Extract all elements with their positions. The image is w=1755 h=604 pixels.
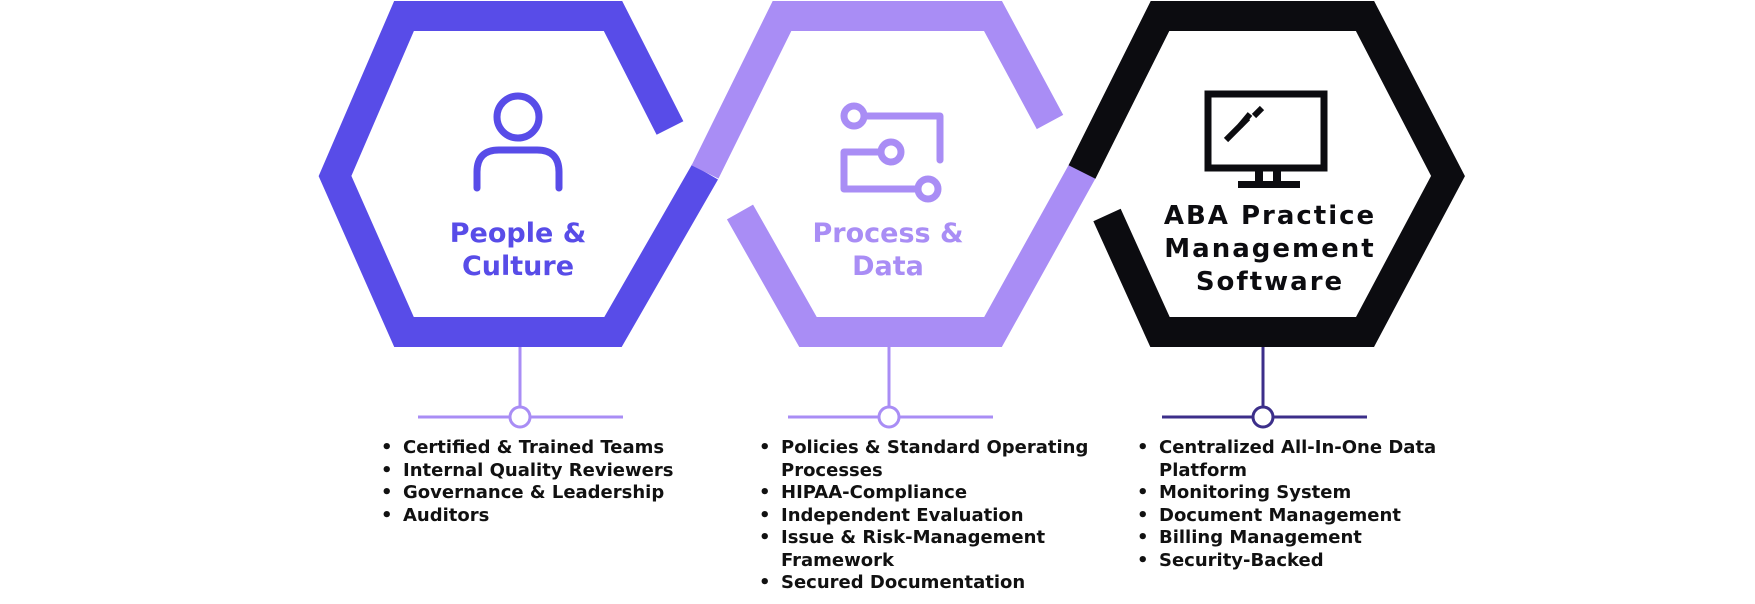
- people-connector: [418, 347, 623, 429]
- software-hexagon: [1068, 0, 1465, 347]
- title-line: ABA Practice: [1163, 201, 1377, 231]
- list-item: HIPAA-Compliance: [757, 482, 1097, 505]
- list-item: Security-Backed: [1135, 550, 1475, 573]
- process-data-title: Process & Data: [788, 217, 988, 283]
- list-item: Billing Management: [1135, 527, 1475, 550]
- people-culture-title: People & Culture: [418, 217, 618, 283]
- list-item: Issue & Risk-Management Framework: [757, 527, 1097, 572]
- list-item: Governance & Leadership: [379, 482, 719, 505]
- process-flow-icon: [840, 102, 944, 203]
- process-connector: [788, 347, 993, 429]
- list-item: Monitoring System: [1135, 482, 1475, 505]
- process-hexagon: [691, 0, 1097, 347]
- list-item: Secured Documentation: [757, 572, 1097, 595]
- title-line: Software: [1195, 267, 1345, 297]
- software-connector: [1162, 347, 1367, 429]
- list-item: Auditors: [379, 505, 719, 528]
- software-title: ABA Practice Management Software: [1125, 200, 1415, 299]
- title-line: People &: [449, 218, 587, 249]
- title-line: Management: [1164, 234, 1376, 264]
- people-hexagon: [318, 1, 719, 347]
- list-item: Policies & Standard Operating Processes: [757, 437, 1097, 482]
- title-line: Culture: [461, 251, 575, 282]
- title-line: Data: [852, 251, 924, 282]
- list-item: Independent Evaluation: [757, 505, 1097, 528]
- list-item: Certified & Trained Teams: [379, 437, 719, 460]
- software-list: Centralized All-In-One Data Platform Mon…: [1135, 437, 1475, 572]
- monitor-icon: [1204, 90, 1328, 188]
- title-line: Process &: [812, 218, 964, 249]
- people-culture-list: Certified & Trained Teams Internal Quali…: [379, 437, 719, 527]
- list-item: Internal Quality Reviewers: [379, 460, 719, 483]
- list-item: Document Management: [1135, 505, 1475, 528]
- process-data-list: Policies & Standard Operating Processes …: [757, 437, 1097, 595]
- list-item: Centralized All-In-One Data Platform: [1135, 437, 1475, 482]
- person-icon: [473, 92, 563, 192]
